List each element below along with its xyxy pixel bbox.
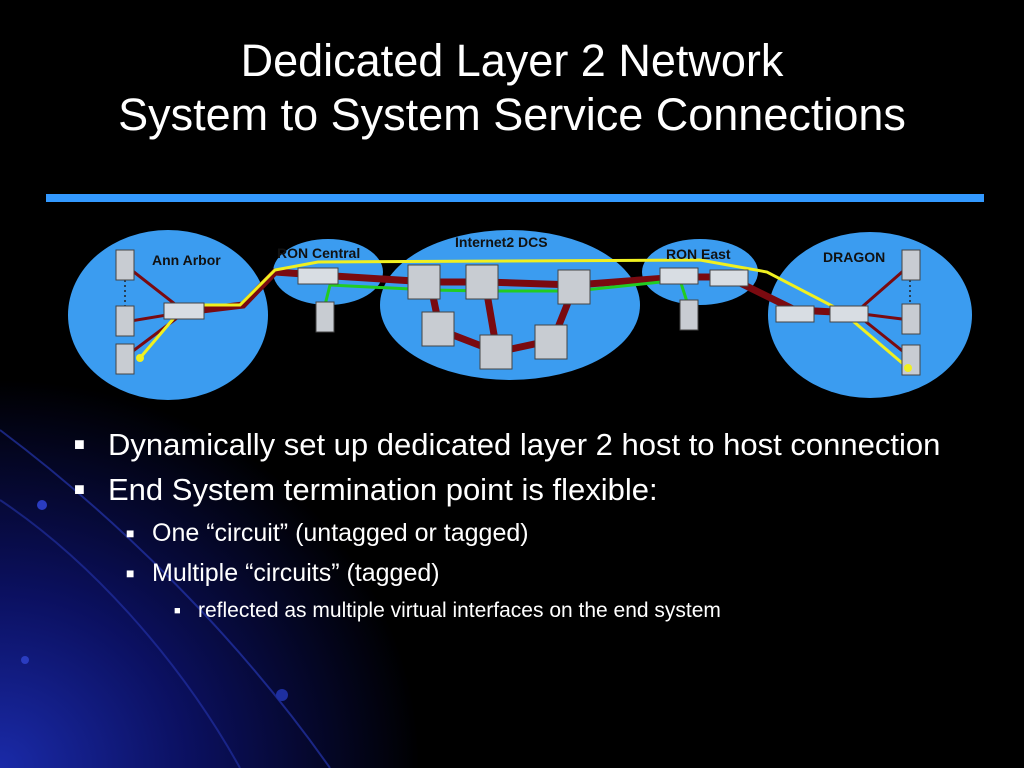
- bullet-list: ■ Dynamically set up dedicated layer 2 h…: [70, 428, 970, 624]
- slide-title: Dedicated Layer 2 Network System to Syst…: [0, 34, 1024, 142]
- sub-bullet-text: Multiple “circuits” (tagged): [152, 559, 440, 587]
- cloud-ron-east: [642, 239, 758, 305]
- bullet-text: End System termination point is flexible…: [108, 472, 658, 507]
- bullet-item: ■ Dynamically set up dedicated layer 2 h…: [70, 428, 970, 461]
- sub-sub-bullet-text: reflected as multiple virtual interfaces…: [198, 599, 721, 622]
- bullet-text: Dynamically set up dedicated layer 2 hos…: [108, 427, 941, 462]
- sub-bullet-text: One “circuit” (untagged or tagged): [152, 519, 529, 547]
- title-divider: [46, 194, 984, 202]
- label-dragon: DRAGON: [823, 249, 885, 265]
- label-internet2-dcs: Internet2 DCS: [455, 234, 548, 250]
- label-ron-central: RON Central: [277, 245, 360, 261]
- square-bullet-icon: ■: [74, 479, 85, 499]
- sub-bullet-item: ■ Multiple “circuits” (tagged): [70, 558, 970, 588]
- square-bullet-icon: ■: [126, 525, 135, 541]
- square-bullet-icon: ■: [174, 605, 181, 617]
- bullet-item: ■ End System termination point is flexib…: [70, 473, 970, 506]
- square-bullet-icon: ■: [126, 565, 135, 581]
- title-line-1: Dedicated Layer 2 Network: [240, 35, 784, 86]
- sub-bullet-item: ■ One “circuit” (untagged or tagged): [70, 518, 970, 548]
- square-bullet-icon: ■: [74, 434, 85, 454]
- label-ann-arbor: Ann Arbor: [152, 252, 221, 268]
- title-line-2: System to System Service Connections: [118, 89, 906, 140]
- network-diagram: Ann Arbor RON Central Internet2 DCS RON …: [68, 230, 972, 400]
- sub-sub-bullet-item: ■ reflected as multiple virtual interfac…: [70, 598, 970, 624]
- label-ron-east: RON East: [666, 246, 731, 262]
